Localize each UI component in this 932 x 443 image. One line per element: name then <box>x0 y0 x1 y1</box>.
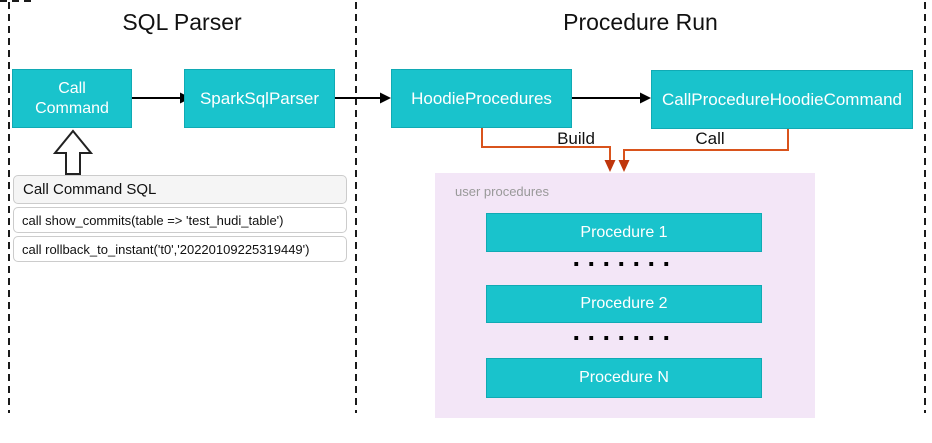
sql-panel-title: Call Command SQL <box>13 175 347 204</box>
section-title-procedure-run: Procedure Run <box>563 9 718 35</box>
node-call-command: Call Command <box>12 69 132 128</box>
sql-example-row: call show_commits(table => 'test_hudi_ta… <box>13 207 347 233</box>
arrowhead-icon <box>640 92 651 104</box>
node-callprocedurehoodiecommand: CallProcedureHoodieCommand <box>651 70 913 129</box>
node-procedure-n: Procedure N <box>486 358 762 398</box>
section-title-sql-parser: SQL Parser <box>122 9 242 35</box>
node-hoodieprocedures: HoodieProcedures <box>391 69 572 128</box>
edge-label-call: Call <box>695 129 725 148</box>
node-sparksqlparser: SparkSqlParser <box>184 69 335 128</box>
hollow-up-arrow-icon <box>52 129 94 175</box>
ellipsis-dots: ······· <box>572 323 678 353</box>
sql-example-row: call rollback_to_instant('t0','202201092… <box>13 236 347 262</box>
user-procedures-label: user procedures <box>455 184 549 199</box>
build-arrowhead-icon <box>604 160 616 172</box>
node-procedure-2: Procedure 2 <box>486 285 762 323</box>
user-procedures-container: user procedures Procedure 1 ······· Proc… <box>435 173 815 418</box>
arrowhead-icon <box>380 92 391 104</box>
ellipsis-dots: ······· <box>572 249 678 279</box>
edge-label-build: Build <box>557 129 595 148</box>
call-arrowhead-icon <box>618 160 630 172</box>
call-command-sql-panel: Call Command SQL call show_commits(table… <box>13 175 347 262</box>
node-procedure-1: Procedure 1 <box>486 213 762 252</box>
